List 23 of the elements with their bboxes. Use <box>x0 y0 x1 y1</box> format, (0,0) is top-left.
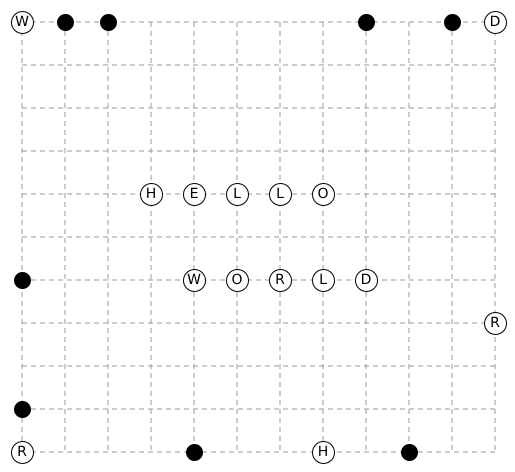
letter-circle: R <box>268 268 292 292</box>
letter-circle: E <box>182 182 206 206</box>
filled-dot <box>14 272 30 288</box>
filled-dot <box>444 14 460 30</box>
letter-circle: D <box>354 268 378 292</box>
letter-circle: O <box>312 182 334 206</box>
letter-circle: H <box>312 440 334 464</box>
filled-dot <box>186 444 202 460</box>
letter-circle: H <box>140 182 162 206</box>
letter-circle: L <box>226 182 248 206</box>
letter-circle: W <box>182 268 206 292</box>
letter-circle: O <box>226 268 248 292</box>
filled-dot <box>56 14 74 30</box>
filled-dot <box>100 14 116 30</box>
letter-circle: L <box>312 268 334 292</box>
letter-circle: W <box>10 10 34 34</box>
letter-circle: R <box>10 440 34 464</box>
letter-circle: L <box>268 182 292 206</box>
filled-dot <box>400 444 418 460</box>
letter-circle: D <box>484 10 506 34</box>
filled-dot <box>14 400 30 418</box>
letter-circle: R <box>484 312 506 334</box>
filled-dot <box>358 14 374 30</box>
